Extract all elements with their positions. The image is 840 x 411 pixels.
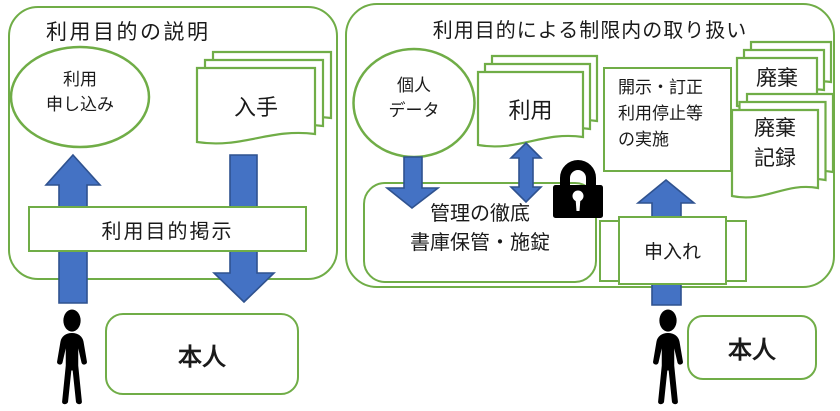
principal-box-right: 本人	[687, 315, 817, 380]
right-panel-title: 利用目的による制限内の取り扱い	[432, 20, 748, 42]
request-box-label: 申入れ	[643, 242, 701, 263]
left-panel-title: 利用目的の説明	[46, 20, 211, 44]
person-icon	[653, 309, 683, 405]
person-icon	[57, 309, 87, 405]
use-document-stack	[476, 54, 599, 148]
lock-icon	[553, 160, 603, 218]
principal-label-left: 本人	[178, 344, 226, 371]
request-box: 申入れ	[618, 216, 727, 285]
double-arrow-icon	[509, 141, 543, 204]
down-arrow-icon	[384, 156, 441, 210]
purpose-disclosure-banner: 利用目的掲示	[28, 206, 307, 252]
principal-box-left: 本人	[105, 313, 299, 395]
management-box-label: 管理の徹底 書庫保管・施錠	[410, 203, 550, 254]
obtain-document-stack	[195, 50, 333, 145]
disclosure-box-label: 開示・訂正 利用停止等 の実施	[618, 78, 703, 149]
disclosure-box: 開示・訂正 利用停止等 の実施	[603, 67, 732, 172]
application-ellipse	[9, 45, 151, 149]
principal-label-right: 本人	[728, 338, 776, 364]
purpose-disclosure-label: 利用目的掲示	[101, 220, 234, 243]
disposal-record-stack	[730, 92, 835, 199]
